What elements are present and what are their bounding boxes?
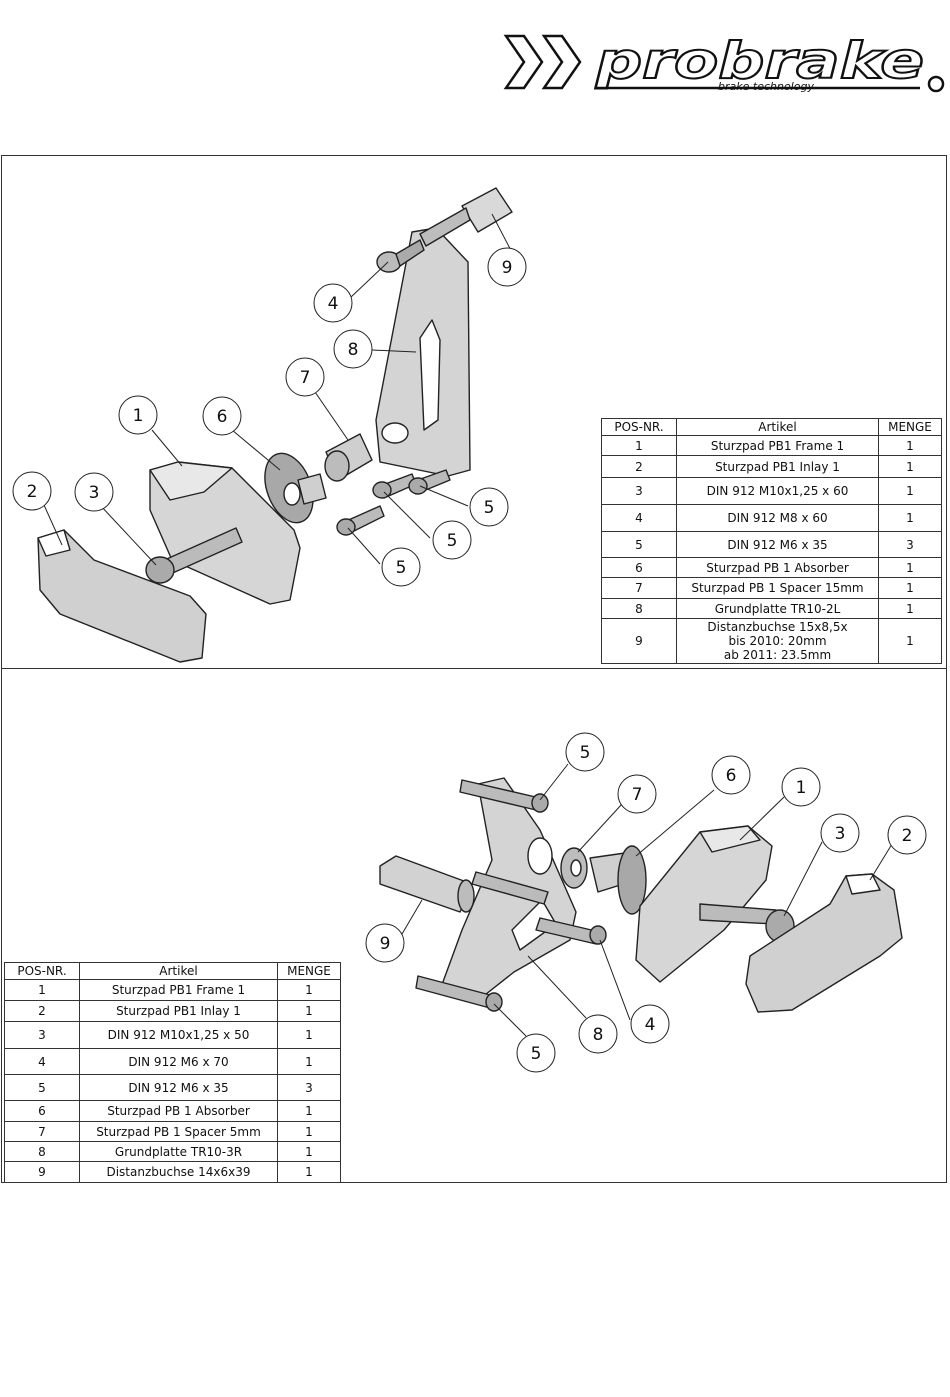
callout-2: 2	[902, 826, 913, 846]
table-cell: bis 2010: 20mm	[728, 634, 827, 648]
callout-7: 7	[300, 368, 311, 388]
callout-5a: 5	[484, 498, 495, 518]
table-cell: 1	[277, 1141, 341, 1162]
table-cell: 1	[277, 1048, 341, 1075]
inlay-pb1	[745, 873, 903, 1013]
table-cell: 1	[277, 1161, 341, 1183]
callout-1: 1	[796, 778, 807, 798]
table-cell: DIN 912 M10x1,25 x 60	[676, 477, 879, 505]
callout-6: 6	[217, 407, 228, 427]
table-cell: DIN 912 M10x1,25 x 50	[79, 1021, 278, 1049]
callout-3: 3	[89, 483, 100, 503]
table-cell: 1	[878, 504, 942, 532]
callout-8: 8	[348, 340, 359, 360]
table-cell: DIN 912 M8 x 60	[676, 504, 879, 532]
callout-5c: 5	[396, 558, 407, 578]
table-cell: 1	[277, 1121, 341, 1142]
bottom-assembly-panel	[1, 668, 947, 1183]
bolt-m6-c	[471, 871, 549, 905]
header-artikel: Artikel	[79, 962, 278, 980]
table-cell: Sturzpad PB 1 Spacer 5mm	[79, 1121, 278, 1142]
table-cell: 4	[4, 1048, 80, 1075]
callout-6: 6	[726, 766, 737, 786]
callout-5a: 5	[580, 743, 591, 763]
logo-tagline: brake technology	[718, 80, 814, 93]
table-cell: 9	[4, 1161, 80, 1183]
callout-1: 1	[133, 406, 144, 426]
table-cell: 7	[4, 1121, 80, 1142]
logo-brand: probrake	[595, 32, 924, 90]
table-cell: 1	[277, 1021, 341, 1049]
spacer-bushing	[461, 187, 513, 233]
callout-4: 4	[645, 1015, 656, 1035]
probrake-logo: probrake brake technology	[503, 31, 945, 93]
callout-8: 8	[593, 1025, 604, 1045]
table-cell: DIN 912 M6 x 35	[79, 1074, 278, 1101]
spacer-bushing	[379, 855, 473, 913]
callout-2: 2	[27, 482, 38, 502]
callout-7: 7	[632, 785, 643, 805]
table-cell: Distanzbuchse 14x6x39	[79, 1161, 278, 1183]
header-pos: POS-NR.	[601, 418, 677, 436]
table-cell: Distanzbuchse 15x8,5x	[707, 620, 848, 634]
table-cell: 1	[277, 979, 341, 1001]
callout-4: 4	[328, 294, 339, 314]
table-cell: 1	[277, 1100, 341, 1122]
table-cell: Grundplatte TR10-3R	[79, 1141, 278, 1162]
table-cell: ab 2011: 23.5mm	[723, 648, 832, 662]
table-cell: 3	[4, 1021, 80, 1049]
table-cell: 6	[4, 1100, 80, 1122]
callout-5b: 5	[447, 531, 458, 551]
table-cell: 1	[277, 1000, 341, 1022]
brake-line-fitting-icon	[927, 75, 945, 93]
header-menge: MENGE	[277, 962, 341, 980]
bolt-m10	[699, 903, 777, 925]
table-cell: Grundplatte TR10-2L	[676, 598, 879, 619]
table-cell: Sturzpad PB 1 Absorber	[676, 557, 879, 578]
inlay-pb1	[37, 529, 207, 663]
callout-9: 9	[502, 258, 513, 278]
table-cell: DIN 912 M6 x 70	[79, 1048, 278, 1075]
top-exploded-drawing: 9 4 8 7 6 1 3 2 5 5 5	[12, 187, 527, 663]
chevron-logo-icon	[503, 34, 582, 90]
table-cell: 3	[277, 1074, 341, 1101]
table-cell: Sturzpad PB1 Frame 1	[79, 979, 278, 1001]
table-cell: DIN 912 M6 x 35	[676, 531, 879, 558]
table-cell: Sturzpad PB 1 Absorber	[79, 1100, 278, 1122]
table-cell: 1	[878, 618, 942, 664]
callout-9: 9	[380, 934, 391, 954]
table-cell: 8	[4, 1141, 80, 1162]
callout-3: 3	[835, 824, 846, 844]
header-pos: POS-NR.	[4, 962, 80, 980]
table-cell: 2	[4, 1000, 80, 1022]
table-cell: 1	[878, 477, 942, 505]
table-cell: 1	[4, 979, 80, 1001]
table-cell: Sturzpad PB1 Inlay 1	[79, 1000, 278, 1022]
callout-5b: 5	[531, 1044, 542, 1064]
table-cell: 5	[4, 1074, 80, 1101]
